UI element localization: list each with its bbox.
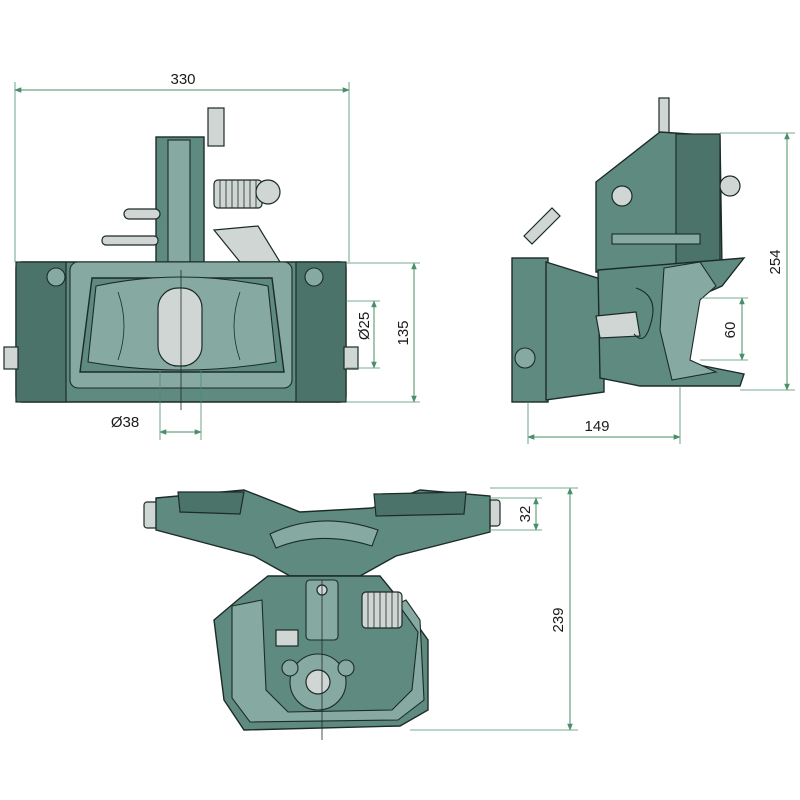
dim-239: 239 [410,487,578,731]
dim-330-label: 330 [170,71,195,88]
dim-60-label: 60 [722,322,739,339]
dim-149-label: 149 [584,418,609,435]
side-view [511,97,746,403]
dim-32-label: 32 [517,506,534,523]
spring-front [213,179,281,209]
spring-bottom [361,591,403,629]
dim-25-label: Ø25 [356,312,373,340]
dim-25: Ø25 [346,300,380,369]
front-view [3,107,359,410]
dim-149: 149 [527,386,681,444]
dim-38: Ø38 [111,370,202,440]
dim-254-label: 254 [767,249,784,274]
dim-60: 60 [700,297,748,361]
dim-135: 135 [346,262,420,403]
bottom-view [143,489,501,740]
dim-135-label: 135 [395,320,412,345]
dim-38-label: Ø38 [111,414,139,431]
dim-330: 330 [14,71,350,262]
dim-32: 32 [468,497,542,531]
dim-239-label: 239 [550,607,567,632]
dim-254: 254 [720,132,795,391]
